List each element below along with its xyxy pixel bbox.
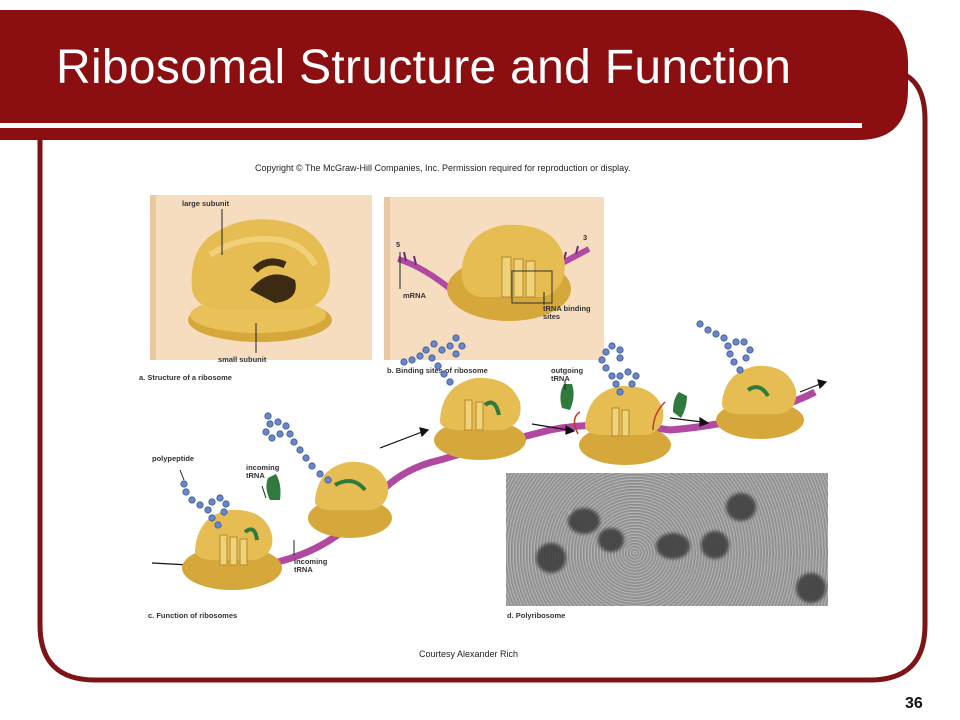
label-incoming-trna-bottom: incoming tRNA	[294, 557, 328, 574]
ribosome-step-2	[308, 461, 392, 538]
page-number: 36	[905, 695, 923, 712]
copyright-notice: Copyright © The McGraw-Hill Companies, I…	[255, 163, 631, 173]
label-outgoing-trna: outgoing tRNA	[551, 366, 584, 383]
label-polypeptide: polypeptide	[152, 454, 195, 463]
label-large-subunit: large subunit	[182, 199, 230, 208]
label-trna-binding-sites: tRNA binding sites	[543, 304, 591, 321]
panel-a-ribosome-structure	[150, 195, 372, 360]
ribosome-step-5	[716, 365, 804, 439]
image-credit: Courtesy Alexander Rich	[419, 649, 519, 659]
panel-b-binding-sites	[384, 197, 604, 360]
ribosome-step-4	[579, 385, 671, 465]
label-incoming-trna-top: incoming tRNA	[246, 463, 280, 480]
polyribosome-micrograph	[506, 473, 828, 606]
panel-c-ribosome-function	[151, 320, 828, 590]
label-mrna: mRNA	[403, 291, 426, 300]
label-3-prime: 3	[583, 233, 588, 242]
ribosome-step-3	[434, 377, 526, 460]
caption-panel-c: c. Function of ribosomes	[148, 611, 238, 620]
ribosome-step-1	[182, 509, 282, 590]
caption-panel-d: d. Polyribosome	[507, 611, 566, 620]
slide-title: Ribosomal Structure and Function	[56, 41, 792, 94]
caption-panel-b: b. Binding sites of ribosome	[387, 366, 488, 375]
label-5-prime: 5	[396, 240, 401, 249]
caption-panel-a: a. Structure of a ribosome	[139, 373, 232, 382]
label-small-subunit: small subunit	[218, 355, 267, 364]
